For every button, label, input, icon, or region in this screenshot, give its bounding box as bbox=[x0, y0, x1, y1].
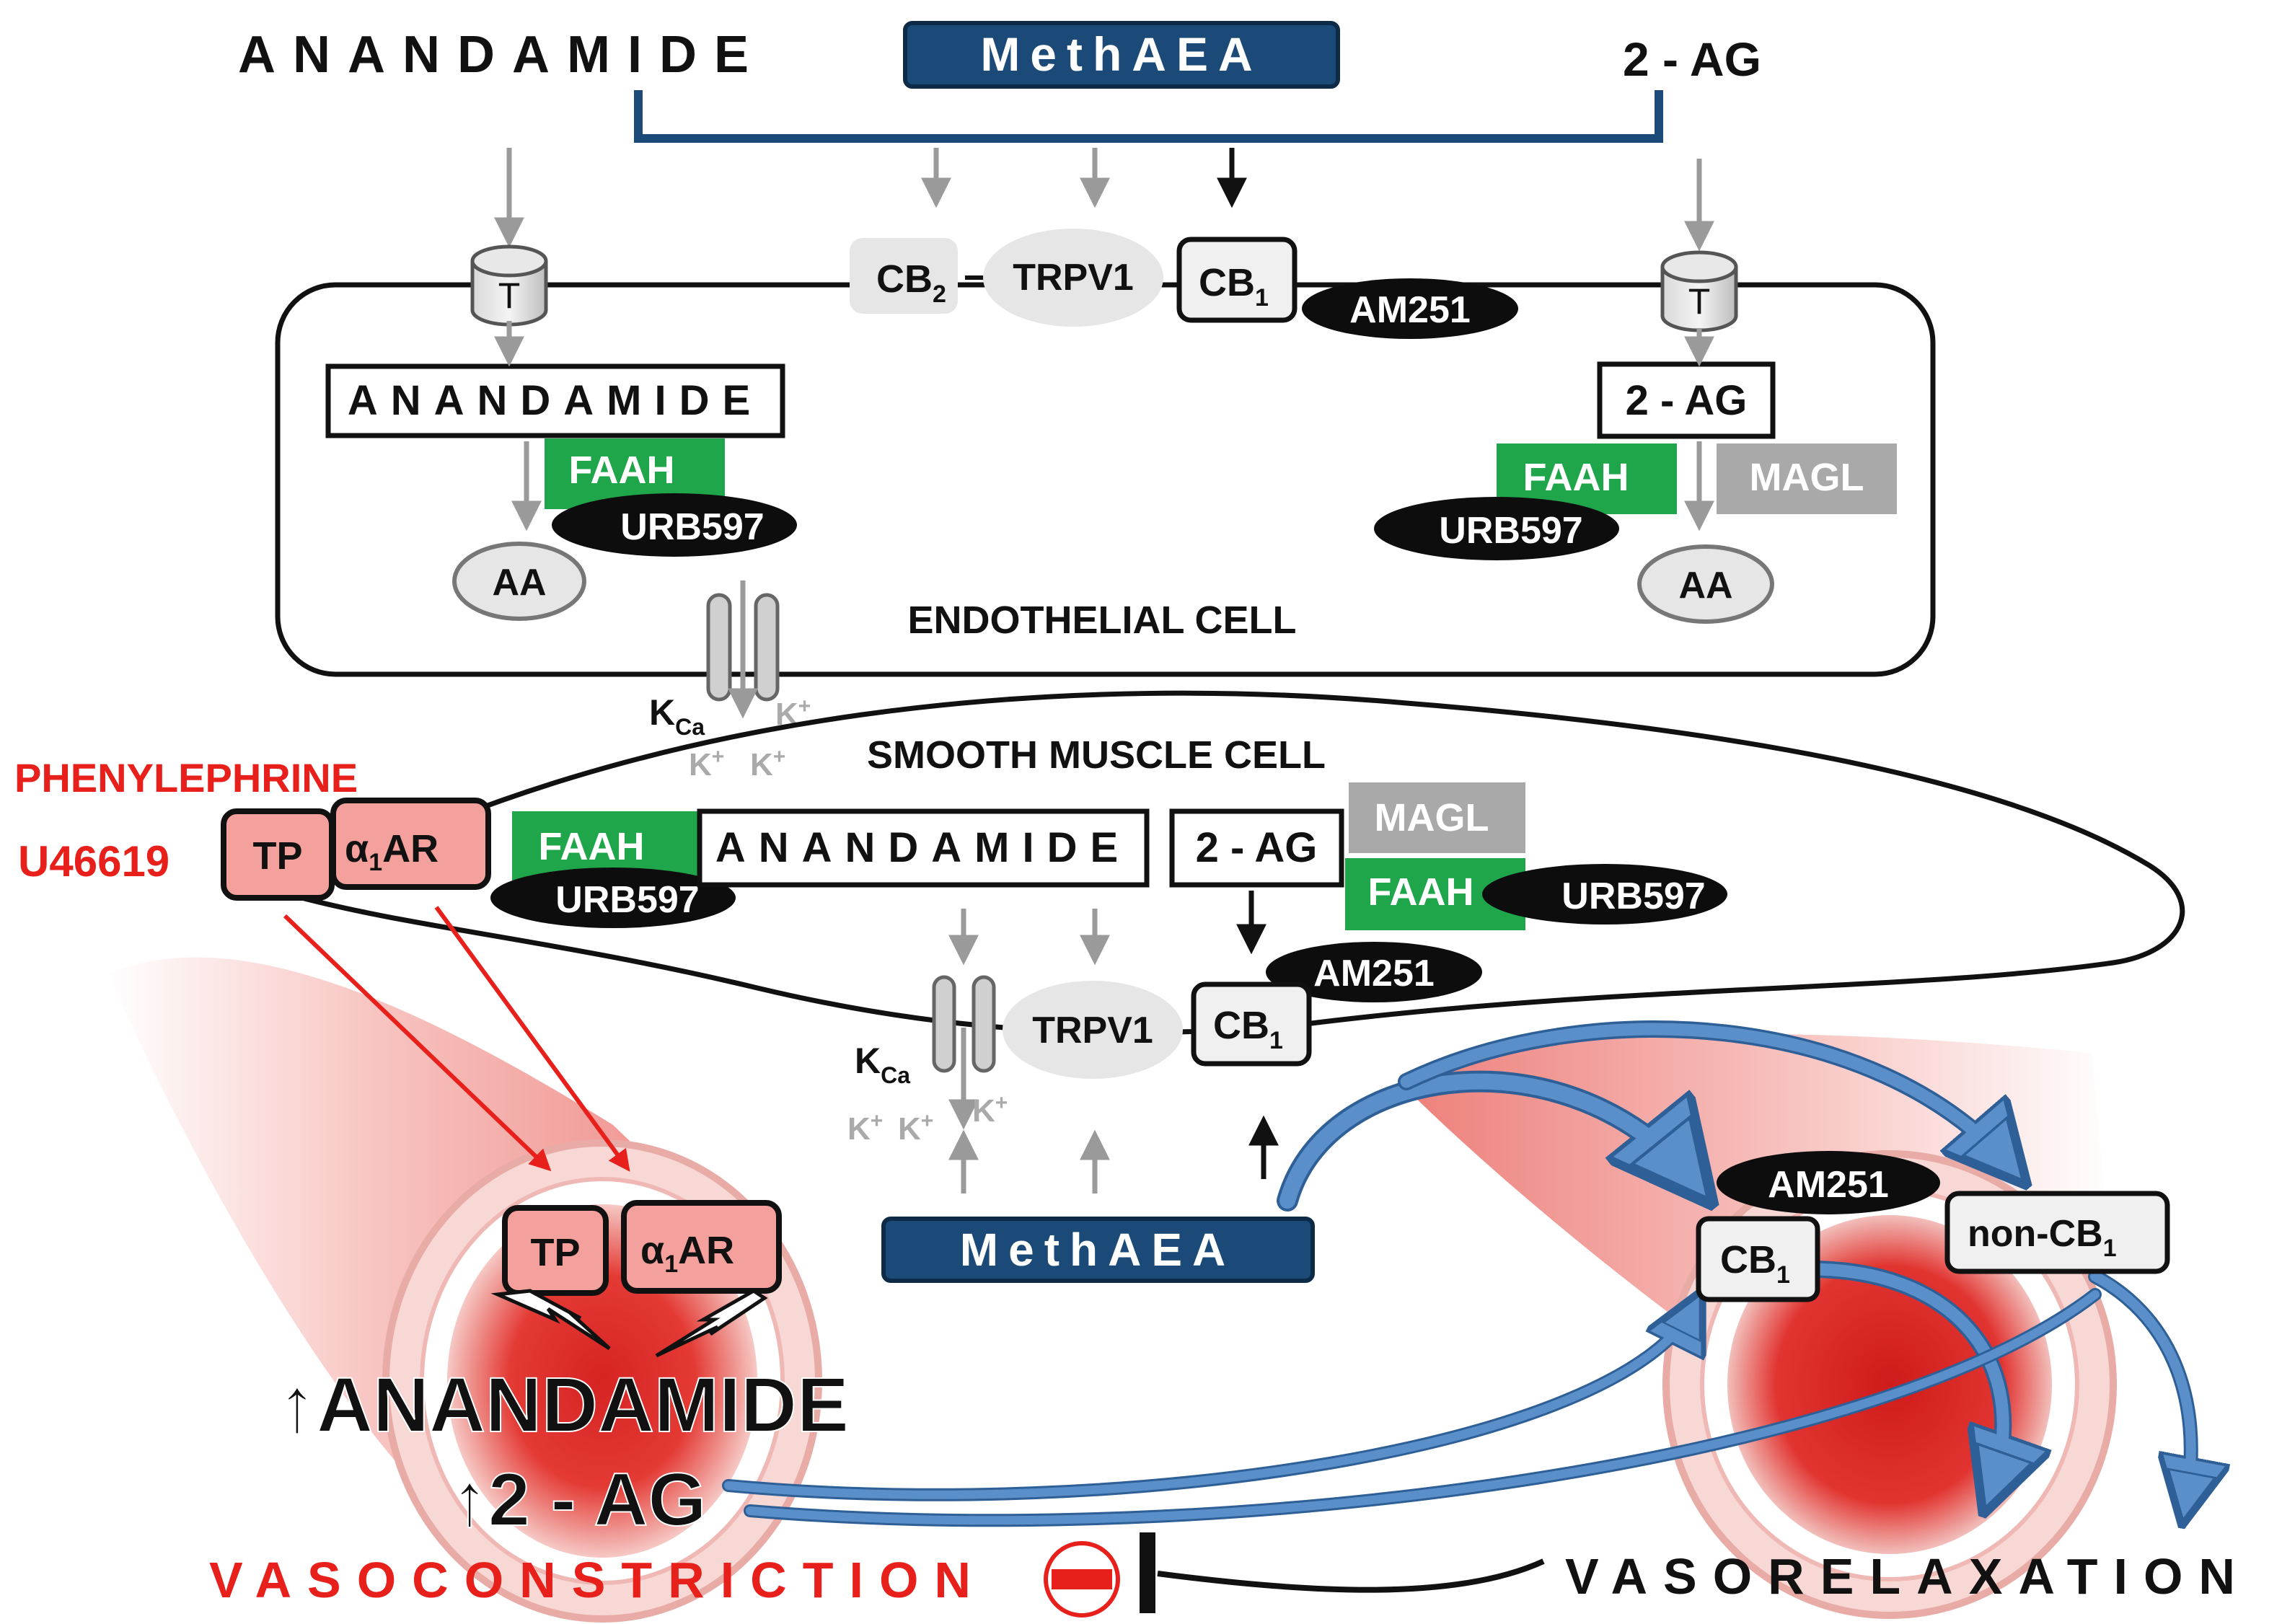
svg-text:URB597: URB597 bbox=[555, 879, 699, 921]
svg-text:TP: TP bbox=[530, 1231, 580, 1274]
inhibition-curve bbox=[1157, 1558, 1545, 1593]
svg-text:AA: AA bbox=[1678, 565, 1732, 606]
smc-urb597-left bbox=[490, 868, 736, 928]
top-anandamide-label: ANANDAMIDE bbox=[238, 26, 766, 84]
svg-text:MAGL: MAGL bbox=[1750, 456, 1864, 499]
transporter-left: T bbox=[470, 244, 548, 327]
phenylephrine-label: PHENYLEPHRINE bbox=[14, 755, 358, 800]
smc-magl bbox=[1349, 782, 1525, 853]
methaea-bracket bbox=[634, 90, 1663, 143]
endothelial-cell-label: ENDOTHELIAL CELL bbox=[908, 599, 1297, 642]
vessel-tp-receptor bbox=[502, 1205, 609, 1296]
smc-cb1-label: CB1 bbox=[1213, 1004, 1283, 1054]
top-methaea-label: MethAEA bbox=[980, 27, 1262, 81]
k-ion-lower-1: K+ bbox=[847, 1109, 883, 1147]
right-blood-vessel bbox=[1399, 1033, 2117, 1619]
endothelial-trpv1 bbox=[983, 229, 1163, 327]
vasoconstriction-label: VASOCONSTRICTION bbox=[209, 1552, 987, 1608]
svg-text:AM251: AM251 bbox=[1349, 289, 1471, 331]
endothelial-aa-left bbox=[452, 542, 586, 621]
svg-text:FAAH: FAAH bbox=[569, 449, 675, 492]
kca-label-upper: KCa bbox=[649, 692, 705, 740]
svg-text:ANANDAMIDE: ANANDAMIDE bbox=[348, 377, 763, 424]
endothelial-cb1-box bbox=[1176, 237, 1298, 323]
top-arrows bbox=[494, 148, 1714, 252]
inhibition-bar bbox=[1140, 1532, 1155, 1613]
smc-cb1-box bbox=[1191, 981, 1312, 1067]
smc-trpv1 bbox=[1003, 981, 1183, 1079]
svg-text:FAAH: FAAH bbox=[539, 825, 645, 868]
blue-flow-arrows bbox=[722, 1020, 2191, 1520]
svg-text:TP: TP bbox=[252, 834, 302, 878]
endothelial-cb2-box bbox=[850, 238, 958, 314]
smc-urb597-right bbox=[1482, 864, 1727, 924]
smc-alpha1ar-label: α1AR bbox=[345, 827, 439, 876]
svg-text:URB597: URB597 bbox=[1439, 510, 1582, 552]
smooth-muscle-cell-label: SMOOTH MUSCLE CELL bbox=[867, 733, 1326, 777]
vessel-non-cb1-box bbox=[1944, 1191, 2170, 1274]
kca-channel-upper bbox=[706, 581, 780, 719]
svg-text:FAAH: FAAH bbox=[1368, 870, 1474, 914]
vessel-non-cb1-label: non-CB1 bbox=[1968, 1213, 2117, 1262]
u46619-label: U46619 bbox=[18, 837, 169, 886]
k-ion-lower-3: K+ bbox=[972, 1091, 1008, 1129]
svg-text:2 - AG: 2 - AG bbox=[1626, 377, 1748, 424]
k-ion-upper-3: K+ bbox=[750, 745, 785, 782]
svg-text:MAGL: MAGL bbox=[1375, 796, 1489, 839]
endothelial-aa-right bbox=[1637, 544, 1774, 624]
smc-am251 bbox=[1266, 942, 1482, 1002]
endothelial-am251 bbox=[1302, 278, 1518, 339]
smc-alpha1ar-receptor bbox=[330, 798, 491, 890]
svg-text:2 - AG: 2 - AG bbox=[1196, 824, 1318, 871]
k-ion-lower-2: K+ bbox=[898, 1109, 933, 1147]
endothelial-urb597-left bbox=[552, 493, 797, 557]
red-arrow-alpha1ar bbox=[434, 906, 630, 1172]
svg-text:AM251: AM251 bbox=[1313, 953, 1435, 994]
svg-text:T: T bbox=[1688, 281, 1711, 322]
vasorelaxation-label: VASORELAXATION bbox=[1565, 1548, 2251, 1605]
endothelial-cb1-label: CB1 bbox=[1199, 261, 1269, 312]
svg-text:AM251: AM251 bbox=[1768, 1164, 1889, 1206]
endothelial-magl-right bbox=[1717, 443, 1897, 514]
svg-text:TRPV1: TRPV1 bbox=[1032, 1010, 1153, 1051]
smc-2ag-box bbox=[1169, 808, 1344, 888]
svg-text:FAAH: FAAH bbox=[1523, 456, 1629, 499]
endothelial-anandamide-box bbox=[325, 363, 785, 438]
svg-text:URB597: URB597 bbox=[1561, 875, 1705, 917]
inhibition-minus-icon bbox=[1044, 1541, 1120, 1618]
lower-methaea-box bbox=[881, 1217, 1315, 1283]
vessel-alpha1ar-label: α1AR bbox=[640, 1229, 734, 1278]
smc-anandamide-box bbox=[697, 808, 1150, 888]
vessel-alpha1ar-receptor bbox=[621, 1200, 782, 1294]
kca-channel-lower bbox=[932, 975, 996, 1130]
lightning-icon-left bbox=[490, 1289, 611, 1351]
smooth-muscle-cell-outline bbox=[281, 690, 2185, 1036]
lightning-icon-right bbox=[655, 1289, 768, 1358]
svg-text:URB597: URB597 bbox=[620, 506, 764, 548]
up-arrow-anandamide-text: ↑ANANDAMIDE bbox=[278, 1361, 849, 1448]
up-arrow-2ag-text: ↑2 - AG bbox=[451, 1458, 706, 1542]
endothelial-2ag-box bbox=[1597, 361, 1776, 439]
top-methaea-box bbox=[903, 21, 1340, 89]
transporter-right: T bbox=[1660, 250, 1738, 332]
vessel-am251 bbox=[1717, 1151, 1940, 1214]
endothelial-trpv1-label: TRPV1 bbox=[1013, 257, 1134, 299]
svg-text:T: T bbox=[498, 275, 521, 316]
red-arrow-tp bbox=[283, 914, 552, 1172]
kca-label-lower: KCa bbox=[855, 1041, 910, 1088]
k-ion-upper-2: K+ bbox=[689, 745, 724, 782]
vessel-cb1-box bbox=[1696, 1216, 1820, 1302]
lower-methaea-arrows bbox=[948, 909, 1279, 1193]
endothelial-cb2-label: CB2 bbox=[876, 257, 946, 308]
vessel-cb1-label: CB1 bbox=[1720, 1238, 1790, 1289]
lower-methaea-label: MethAEA bbox=[960, 1224, 1235, 1276]
top-2ag-label: 2 - AG bbox=[1623, 32, 1761, 86]
svg-text:AA: AA bbox=[492, 562, 546, 604]
svg-text:ANANDAMIDE: ANANDAMIDE bbox=[715, 824, 1131, 871]
endothelial-urb597-right bbox=[1374, 497, 1619, 560]
